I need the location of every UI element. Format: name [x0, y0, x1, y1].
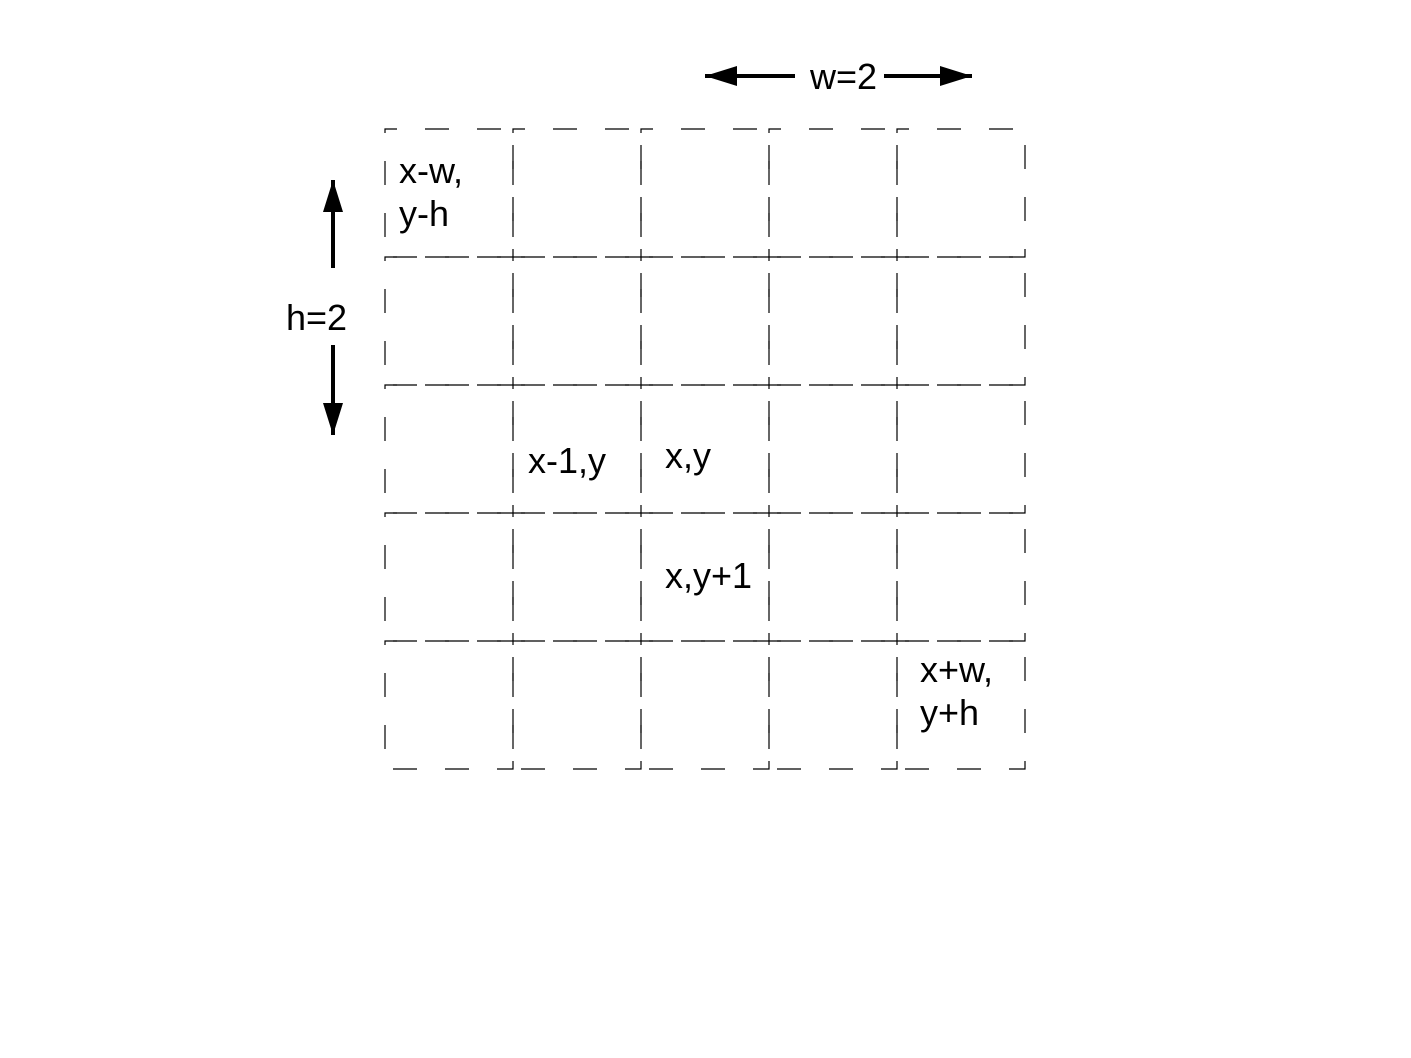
- grid-cell: [896, 256, 1026, 386]
- width-label: w=2: [809, 56, 877, 97]
- label-top-left-line2: y-h: [399, 193, 449, 234]
- grid-cells: [384, 128, 1026, 770]
- grid-cell: [384, 384, 514, 514]
- width-indicator: w=2: [705, 56, 972, 97]
- height-arrowhead-up: [323, 180, 343, 212]
- grid-cell: [896, 384, 1026, 514]
- label-top-left-line1: x-w,: [399, 150, 463, 191]
- grid-cell: [768, 512, 898, 642]
- grid-cell: [512, 640, 642, 770]
- label-bottom-right-line1: x+w,: [920, 649, 993, 690]
- grid-cell: [512, 512, 642, 642]
- label-center: x,y: [665, 435, 711, 476]
- width-arrowhead-right: [940, 66, 972, 86]
- height-arrowhead-down: [323, 403, 343, 435]
- grid-cell: [384, 256, 514, 386]
- grid-cell: [640, 256, 770, 386]
- label-left-neighbor: x-1,y: [528, 440, 606, 481]
- grid-cell: [512, 256, 642, 386]
- grid-cell: [896, 128, 1026, 258]
- grid-cell: [384, 512, 514, 642]
- grid-cell: [896, 640, 1026, 770]
- grid-cell: [640, 128, 770, 258]
- height-label: h=2: [286, 297, 347, 338]
- grid-cell: [896, 512, 1026, 642]
- grid-cell: [768, 384, 898, 514]
- label-bottom-right-line2: y+h: [920, 692, 979, 733]
- grid-cell: [768, 640, 898, 770]
- grid-cell: [512, 128, 642, 258]
- height-indicator: h=2: [286, 180, 347, 435]
- grid-cell: [768, 128, 898, 258]
- label-below-center: x,y+1: [665, 555, 752, 596]
- grid-cell: [768, 256, 898, 386]
- grid-cell: [640, 640, 770, 770]
- width-arrowhead-left: [705, 66, 737, 86]
- grid-cell: [384, 640, 514, 770]
